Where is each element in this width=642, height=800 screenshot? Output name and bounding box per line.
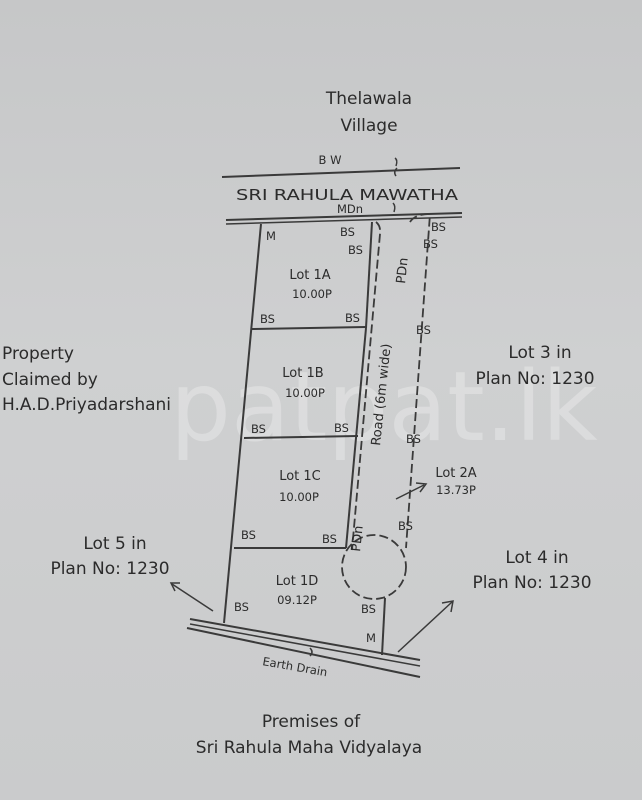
marker-bs: BS xyxy=(322,532,337,546)
marker-bs: BS xyxy=(431,220,446,234)
marker-m: M xyxy=(366,631,376,645)
top-label-line1: Thelawala xyxy=(325,89,412,109)
top-label-line2: Village xyxy=(340,116,397,136)
road-upper-note: B W xyxy=(319,153,342,167)
left-neighbour-line1: Property xyxy=(2,344,74,364)
marker-bs: BS xyxy=(423,237,438,251)
marker-bs: BS xyxy=(241,528,256,542)
lot-1d: Lot 1D 09.12P xyxy=(276,574,318,607)
marker-bs: BS xyxy=(340,225,355,239)
lot-1d-area: 09.12P xyxy=(277,593,317,607)
lot4-line2: Plan No: 1230 xyxy=(472,573,591,593)
right-neighbour-line1: Lot 3 in xyxy=(508,343,571,363)
lot-1d-label: Lot 1D xyxy=(276,574,318,589)
marker-bs: BS xyxy=(260,312,275,326)
marker-bs: BS xyxy=(361,602,376,616)
lot-1b-label: Lot 1B xyxy=(282,366,323,381)
road-name: SRI RAHULA MAWATHA xyxy=(236,186,459,204)
marker-bs: BS xyxy=(334,421,349,435)
lot4-line1: Lot 4 in xyxy=(505,548,568,568)
lot5-label: Lot 5 in Plan No: 1230 xyxy=(50,534,169,579)
left-neighbour-line2: Claimed by xyxy=(2,370,98,390)
lot-1a-area: 10.00P xyxy=(292,287,332,301)
marker-bs: BS xyxy=(348,243,363,257)
road-lower-note: MDn xyxy=(337,202,363,216)
boundary-markers: M BS BS BS BS BS BS BS BS BS BS BS BS BS… xyxy=(234,220,446,645)
left-neighbour-label: Property Claimed by H.A.D.Priyadarshani xyxy=(2,344,171,415)
marker-bs: BS xyxy=(345,311,360,325)
left-neighbour-line3: H.A.D.Priyadarshani xyxy=(2,395,171,415)
marker-bs: BS xyxy=(234,600,249,614)
marker-bs: BS xyxy=(251,422,266,436)
lot-1c-label: Lot 1C xyxy=(279,469,321,484)
lot-1a: Lot 1A 10.00P xyxy=(289,268,332,301)
access-road xyxy=(341,213,431,600)
bottom-label-line1: Premises of xyxy=(262,712,361,732)
access-road-top-note: PDn xyxy=(394,257,412,285)
access-road-bottom-note: PDn xyxy=(349,525,367,553)
earth-drain xyxy=(186,618,421,678)
lot-1a-label: Lot 1A xyxy=(289,268,330,283)
earth-drain-label: Earth Drain xyxy=(261,654,328,679)
lot5-arrow xyxy=(169,582,214,612)
lot-2a-area: 13.73P xyxy=(436,483,476,497)
lot4-arrow xyxy=(397,600,454,653)
marker-bs: BS xyxy=(398,519,413,533)
bottom-label-line2: Sri Rahula Maha Vidyalaya xyxy=(196,738,422,758)
lot-2a-arrow xyxy=(395,482,428,500)
right-neighbour-line2: Plan No: 1230 xyxy=(475,369,594,389)
lot5-line1: Lot 5 in xyxy=(83,534,146,554)
lot-1b: Lot 1B 10.00P xyxy=(282,366,325,400)
lot-1b-area: 10.00P xyxy=(285,386,325,400)
lot-boundaries xyxy=(223,221,386,656)
lot-1c: Lot 1C 10.00P xyxy=(279,469,321,504)
lot-2a-label: Lot 2A xyxy=(435,466,476,481)
lot-1c-area: 10.00P xyxy=(279,490,319,504)
marker-m: M xyxy=(266,229,276,243)
right-neighbour-label: Lot 3 in Plan No: 1230 xyxy=(475,343,594,389)
lot4-label: Lot 4 in Plan No: 1230 xyxy=(472,548,591,593)
lot5-line2: Plan No: 1230 xyxy=(50,559,169,579)
marker-bs: BS xyxy=(416,323,431,337)
marker-bs: BS xyxy=(406,432,421,446)
